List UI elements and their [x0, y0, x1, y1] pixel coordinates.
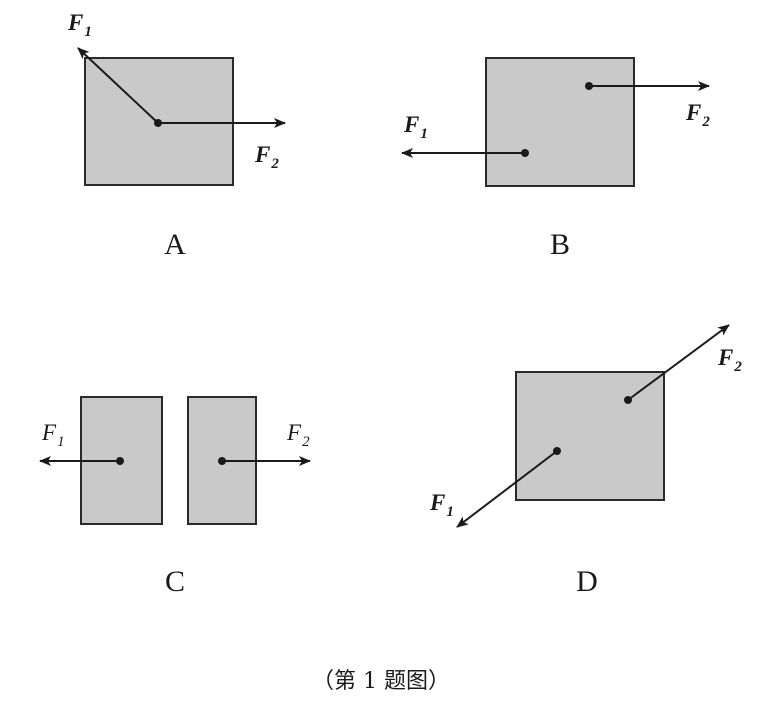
- force-f1-label-b: F1: [403, 112, 428, 142]
- block-b: [485, 57, 635, 187]
- point-of-action-f1-b: [521, 149, 529, 157]
- panel-c: F1 F2 C: [39, 396, 311, 598]
- panel-label-d: D: [576, 565, 598, 598]
- force-f2-arrow-d: [627, 324, 730, 401]
- panel-a: F1 F2 A: [67, 10, 286, 261]
- point-of-action-f2-b: [585, 82, 593, 90]
- point-of-action-f2-d: [624, 396, 632, 404]
- block-d: [515, 371, 665, 501]
- point-of-action-f2-c: [218, 457, 226, 465]
- force-f1-arrow-a: [77, 47, 159, 124]
- force-f1-label-d: F1: [429, 490, 454, 520]
- panel-label-a: A: [164, 228, 186, 261]
- force-f2-label-c: F2: [286, 420, 310, 450]
- panel-d: F1 F2 D: [429, 324, 742, 598]
- force-f2-label-d: F2: [717, 345, 742, 375]
- figure-caption: （第 1 题图）: [312, 669, 450, 694]
- force-f2-label-b: F2: [685, 100, 710, 130]
- point-of-action-f1-d: [553, 447, 561, 455]
- panel-label-b: B: [550, 228, 570, 261]
- panel-label-c: C: [165, 565, 185, 598]
- force-f1-label-a: F1: [67, 10, 92, 40]
- force-f1-label-c: F1: [41, 420, 65, 450]
- force-f1-arrow-d: [456, 450, 558, 528]
- force-f2-label-a: F2: [254, 142, 279, 172]
- panel-b: F1 F2 B: [401, 57, 710, 261]
- point-of-action-a: [154, 119, 162, 127]
- point-of-action-f1-c: [116, 457, 124, 465]
